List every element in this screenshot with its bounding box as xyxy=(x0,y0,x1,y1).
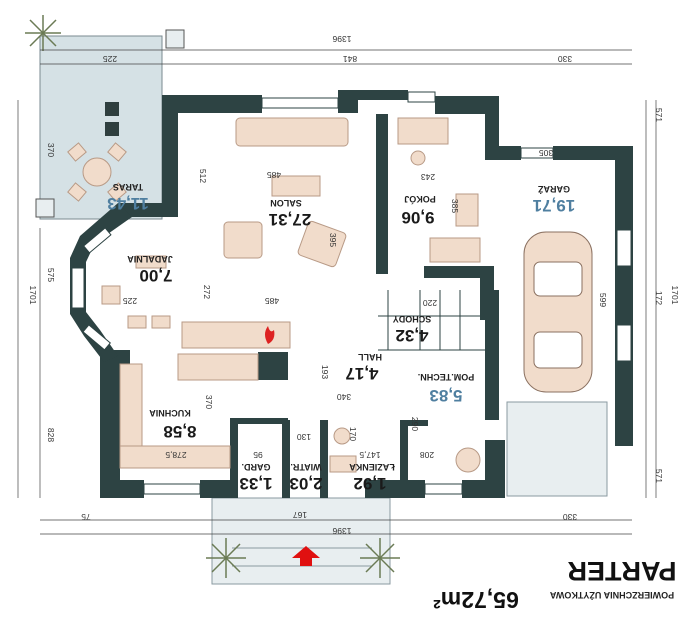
desk-icon xyxy=(397,117,481,263)
kitchen-counter-icon xyxy=(119,363,231,469)
room-name-lazienka: ŁAZIENKA xyxy=(349,462,395,472)
car-icon xyxy=(523,231,593,393)
dim-bottom-right: 330 xyxy=(563,512,577,522)
dim-top-right: 330 xyxy=(558,54,572,64)
room-area-hall: 4,17 xyxy=(345,364,378,383)
dim-left-b: 575 xyxy=(46,268,56,282)
dim-salon-w2: 485 xyxy=(265,296,279,306)
dim-hall-w: 340 xyxy=(337,392,351,402)
room-area-pokoj: 9,06 xyxy=(401,208,434,227)
room-area-jadalnia: 7,00 xyxy=(139,266,172,285)
terrace-dining-set-icon xyxy=(67,142,127,202)
dim-bottom-left: 75 xyxy=(81,512,91,522)
dim-hall-h: 193 xyxy=(320,365,330,379)
dim-salon-h: 395 xyxy=(328,233,338,247)
plan-subtitle: POWIERZCHNIA UŻYTKOWA xyxy=(549,590,674,600)
dimension-lines xyxy=(17,49,657,535)
dim-right-b: 172 xyxy=(654,291,664,305)
bay-window xyxy=(71,227,112,351)
room-name-pokoj: POKÓJ xyxy=(404,194,436,205)
dim-top-mid: 841 xyxy=(343,54,357,64)
plant-icon xyxy=(360,538,400,578)
room-name-gard: GARD. xyxy=(242,462,271,472)
room-area-schody: 4,32 xyxy=(395,326,428,345)
entrance-steps xyxy=(211,497,391,585)
room-area-garaz: 19,71 xyxy=(533,196,576,215)
dim-left-total: 1701 xyxy=(28,286,38,305)
room-area-lazienka: 1,92 xyxy=(353,474,386,493)
bay-window-wall xyxy=(70,203,132,362)
flame-icon xyxy=(265,326,275,344)
dim-pokoj-h: 385 xyxy=(450,199,460,213)
dim-kuchnia-w: 278,5 xyxy=(165,450,187,460)
dim-right-a: 571 xyxy=(654,108,664,122)
room-name-taras: TARAS xyxy=(113,182,143,192)
dim-taras-h: 512 xyxy=(198,169,208,183)
plan-title: PARTER xyxy=(567,556,676,586)
room-area-wiatr: 2,03 xyxy=(289,474,322,493)
dining-table-icon xyxy=(101,255,171,329)
room-area-kuchnia: 8,58 xyxy=(163,422,196,441)
room-name-pomtech: POM.TECHN. xyxy=(418,372,475,382)
terrace-table-icon xyxy=(105,102,119,116)
dim-garaz-h: 599 xyxy=(598,293,608,307)
room-area-salon: 27,31 xyxy=(269,210,312,229)
room-name-wiatr: WIATR. xyxy=(290,462,321,472)
dim-left-c: 828 xyxy=(46,428,56,442)
room-name-hall: HALL xyxy=(358,352,382,362)
room-area-gard: 1,33 xyxy=(239,474,272,493)
dim-entry-w: 167 xyxy=(293,510,307,520)
terrace-post xyxy=(165,29,185,49)
inner-walls xyxy=(230,114,494,498)
staircase xyxy=(378,290,486,351)
dim-left-a: 370 xyxy=(46,143,56,157)
dim-pomtech-h: 290 xyxy=(410,417,420,431)
counter-icon xyxy=(177,353,259,381)
outer-walls xyxy=(100,90,633,498)
room-name-schody: SCHODY xyxy=(393,314,432,324)
terrace-area xyxy=(39,35,163,220)
terrace-bench-icon xyxy=(105,122,119,136)
garage-entry-area xyxy=(506,401,608,497)
room-area-pomtech: 5,83 xyxy=(429,386,462,405)
dim-jadalnia-w: 225 xyxy=(123,296,137,306)
dim-bottom-total: 1396 xyxy=(332,526,351,536)
plan-total-area: 65,72m² xyxy=(433,587,519,613)
dim-right-c: 571 xyxy=(654,469,664,483)
room-area-taras: 11,43 xyxy=(107,194,149,213)
dim-kuchnia-h: 370 xyxy=(204,395,214,409)
sofa-icon xyxy=(235,117,349,197)
window xyxy=(143,91,632,495)
dim-salon-w: 485 xyxy=(267,170,281,180)
dim-laz-w: 147,5 xyxy=(359,450,381,460)
dim-pokoj-w: 243 xyxy=(421,172,435,182)
room-name-jadalnia: JADALNIA xyxy=(127,254,173,264)
dim-laz-h: 170 xyxy=(348,427,358,441)
plant-icon xyxy=(206,538,246,578)
dim-gard-w: 95 xyxy=(253,450,263,460)
room-name-garaz: GARAŻ xyxy=(538,184,570,194)
dim-salon-h2: 272 xyxy=(202,285,212,299)
terrace-post xyxy=(35,198,55,218)
dim-top-total: 1396 xyxy=(332,34,351,44)
armchair-icon xyxy=(223,220,347,268)
room-name-kuchnia: KUCHNIA xyxy=(149,408,191,418)
plant-icon xyxy=(25,15,61,51)
dim-top-left: 225 xyxy=(103,54,117,64)
room-name-salon: SALON xyxy=(270,198,302,208)
entrance-arrow-icon xyxy=(292,546,320,566)
dim-right-total: 1701 xyxy=(670,286,680,305)
dim-garaz-w: 305 xyxy=(539,148,553,158)
dim-schody-w: 220 xyxy=(423,298,437,308)
bathroom-fixture-icon xyxy=(329,427,481,473)
dim-pomtech-w: 208 xyxy=(420,450,434,460)
dim-wiatr-w: 130 xyxy=(297,432,311,442)
